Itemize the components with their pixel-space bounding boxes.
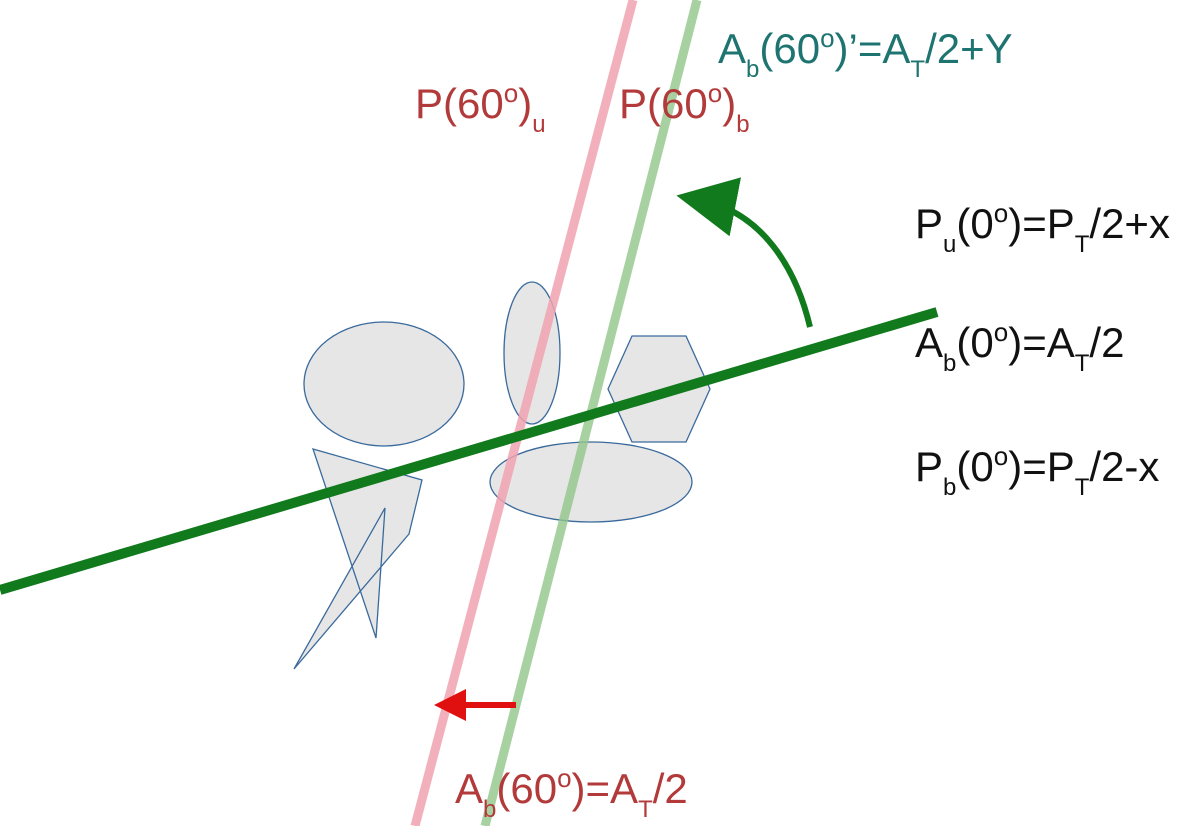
shapes-group — [293, 281, 711, 670]
irregular-polygon-shape — [293, 448, 423, 670]
green-rotation-arrow — [676, 177, 813, 328]
hexagon-shape — [607, 335, 711, 443]
label-p60u: P(60o)u — [415, 78, 546, 138]
large-ellipse-shape — [303, 321, 465, 447]
red-shift-arrow — [434, 689, 516, 721]
label-p60b: P(60o)b — [619, 78, 750, 138]
label-ab60-prime: Ab(60o)’=AT/2+Y — [718, 23, 1013, 83]
pink-projection-line — [410, 0, 638, 826]
label-pu0: Pu(0o)=PT/2+x — [915, 198, 1170, 258]
label-ab60: Ab(60o)=AT/2 — [455, 763, 688, 823]
dark-green-projection-line — [0, 307, 939, 595]
label-ab0: Ab(0o)=AT/2 — [915, 317, 1124, 377]
wide-ellipse-shape — [489, 441, 693, 523]
label-pb0: Pb(0o)=PT/2-x — [915, 441, 1159, 501]
